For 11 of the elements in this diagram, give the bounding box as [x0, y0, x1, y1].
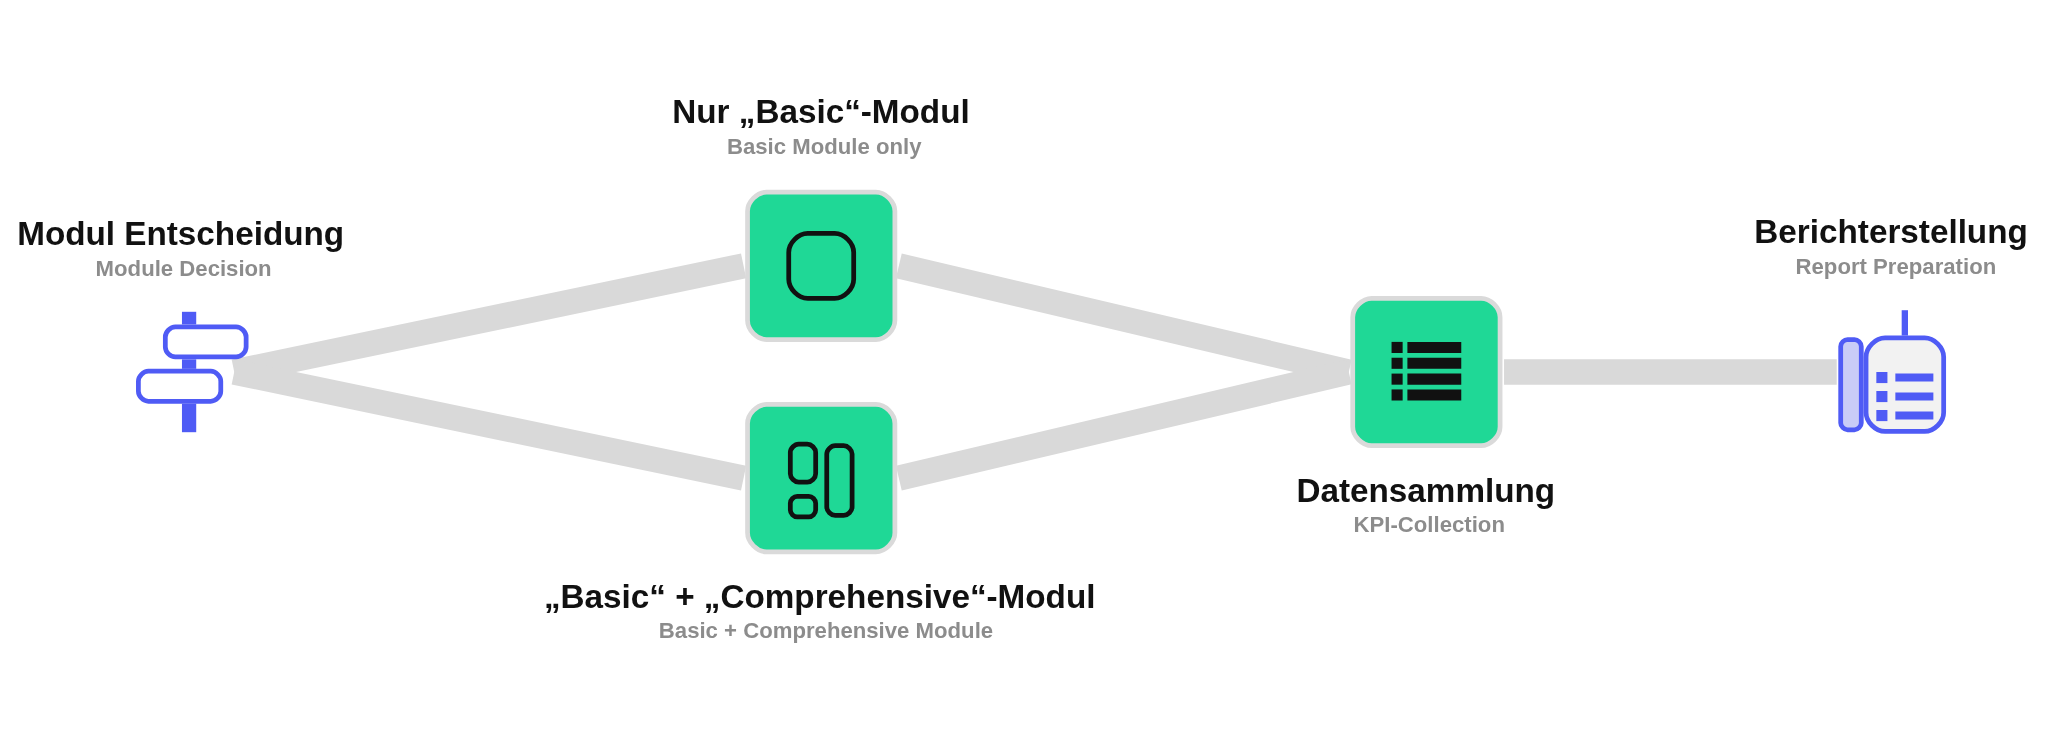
node-label: Basic + Comprehensive Module — [658, 617, 994, 643]
node-label: Module Decision — [95, 255, 272, 281]
node-label: Modul Entscheidung — [17, 214, 345, 252]
node-label: Nur „Basic“-Modul — [672, 92, 970, 130]
node-label: Berichterstellung — [1754, 212, 2028, 250]
node-label: Datensammlung — [1296, 471, 1556, 509]
connector — [1504, 358, 1837, 385]
node-label: „Basic“ + „Comprehensive“-Modul — [543, 577, 1096, 615]
node-label: Report Preparation — [1795, 253, 1997, 279]
node-label: Basic Module only — [726, 133, 922, 159]
node-label: KPI-Collection — [1353, 511, 1505, 537]
